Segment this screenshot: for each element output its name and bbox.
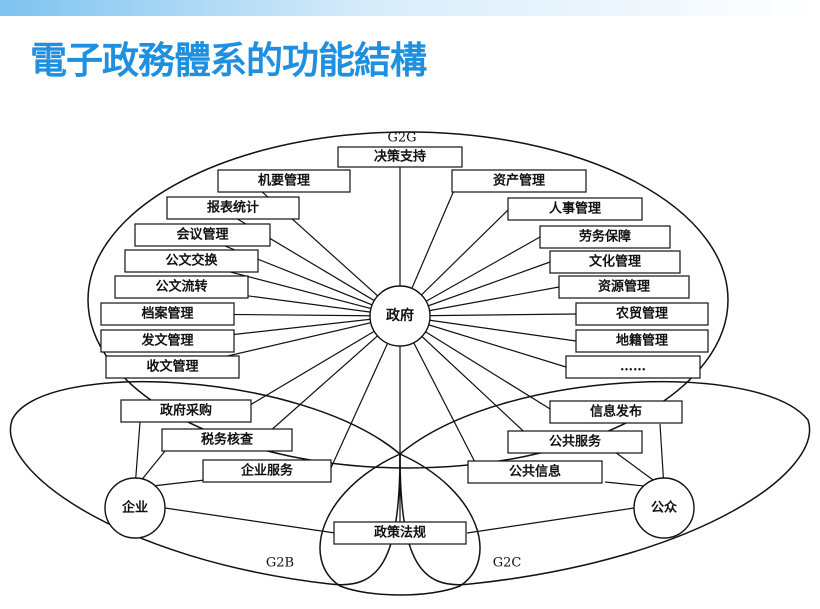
public-policy-link <box>466 507 635 534</box>
spoke-left-lower-1 <box>259 315 401 441</box>
policy-box: 政策法规 <box>374 525 426 541</box>
module-left-3-box <box>124 249 259 273</box>
public-circle <box>633 477 695 539</box>
module-left-lower-2: 企业服务 <box>240 463 294 479</box>
module-left-4-box <box>114 275 249 299</box>
spoke-right-lower-1 <box>399 315 536 443</box>
module-right-7: …… <box>620 360 646 375</box>
module-left-0: 机要管理 <box>258 173 310 189</box>
module-right-7-box <box>565 355 701 379</box>
module-left-lower-0: 政府采购 <box>160 403 212 419</box>
hub-label: 政府 <box>386 307 414 324</box>
module-left-6: 发文管理 <box>140 333 193 349</box>
module-top-box <box>337 146 463 168</box>
g2c-label: G2C <box>493 556 522 571</box>
module-left-lower-0-box <box>120 399 252 423</box>
module-top: 决策支持 <box>374 149 426 165</box>
g2c-region <box>399 381 811 586</box>
module-right-lower-2: 公共信息 <box>509 464 561 480</box>
spoke-left-lower-0 <box>239 315 401 412</box>
module-left-4: 公文流转 <box>155 279 207 295</box>
module-left-lower-2-box <box>202 459 332 483</box>
module-right-1: 人事管理 <box>549 201 601 217</box>
module-left-5: 档案管理 <box>141 306 193 322</box>
module-right-4: 资源管理 <box>598 279 650 295</box>
module-right-0-box <box>451 169 587 193</box>
g2g-ellipse <box>87 131 729 469</box>
enterprise-label: 企业 <box>121 500 148 516</box>
module-left-7: 收文管理 <box>146 359 198 375</box>
module-left-6-box <box>100 329 235 353</box>
hub-circle <box>369 285 431 347</box>
module-right-2: 劳务保障 <box>579 229 631 245</box>
module-left-lower-1-box <box>161 428 293 452</box>
module-right-5: 农贸管理 <box>615 306 668 322</box>
enterprise-link-0 <box>134 421 141 489</box>
module-left-0-box <box>217 169 351 193</box>
enterprise-circle <box>104 477 166 539</box>
enterprise-policy-link <box>164 507 336 534</box>
g2g-label: G2G <box>387 131 416 146</box>
overlap-region <box>319 453 481 596</box>
module-right-0: 资产管理 <box>493 173 545 189</box>
module-right-1-box <box>507 197 643 221</box>
header-gradient-bar <box>0 0 820 16</box>
module-right-4-box <box>558 275 690 299</box>
module-left-lower-1: 税务核查 <box>201 432 254 448</box>
module-left-7-box <box>105 355 240 379</box>
module-left-2-box <box>134 223 271 247</box>
module-left-3: 公文交换 <box>165 253 218 269</box>
policy-box-box <box>333 521 467 545</box>
module-right-2-box <box>539 225 671 249</box>
module-right-lower-0-box <box>549 400 683 424</box>
public-label: 公众 <box>651 500 677 516</box>
spoke-left-2 <box>199 235 401 317</box>
module-right-lower-2-box <box>467 460 603 484</box>
module-left-1: 报表统计 <box>207 200 259 216</box>
module-left-1-box <box>166 196 300 220</box>
module-right-3: 文化管理 <box>589 254 641 270</box>
module-right-5-box <box>575 302 709 326</box>
module-right-lower-1: 公共服务 <box>549 434 602 450</box>
module-right-lower-1-box <box>507 430 643 454</box>
module-right-lower-0: 信息发布 <box>590 404 642 420</box>
g2b-region <box>9 381 401 586</box>
module-right-3-box <box>549 250 681 274</box>
module-right-6-box <box>575 329 709 353</box>
module-left-5-box <box>100 302 235 326</box>
module-right-6: 地籍管理 <box>616 333 668 349</box>
page-title: 電子政務體系的功能結構 <box>30 39 427 82</box>
module-left-2: 会议管理 <box>176 227 228 243</box>
g2b-label: G2B <box>266 556 294 571</box>
